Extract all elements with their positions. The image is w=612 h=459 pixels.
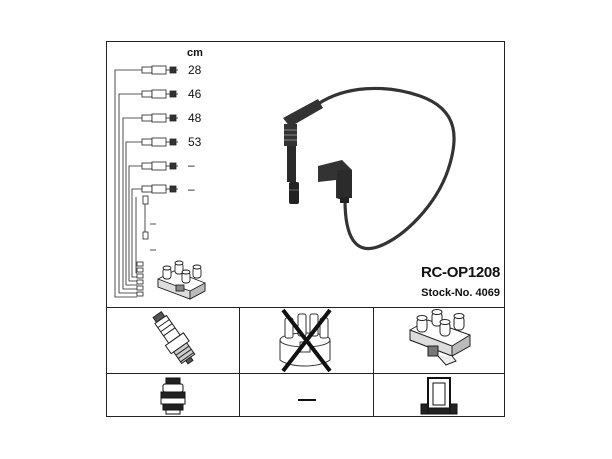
ignition-coil-large [409, 309, 471, 366]
stock-number: Stock-No. 4069 [421, 287, 500, 299]
row-divider-1 [107, 307, 504, 308]
cable-set-icon [114, 65, 178, 298]
no-connector-indicator [298, 399, 316, 401]
coil-connector-icon [420, 377, 458, 415]
cable-row-1 [114, 65, 178, 298]
col-divider-1 [239, 307, 240, 417]
length-label-2: 46 [188, 87, 202, 101]
plug-connector-icon [160, 377, 186, 415]
cable-row-6 [131, 184, 178, 278]
distributor-cap-crossed-icon [279, 308, 332, 373]
unit-label: cm [187, 47, 203, 59]
ignition-cable-icon [283, 86, 456, 251]
cable-row-2 [118, 89, 178, 294]
length-label-1: 28 [188, 63, 202, 77]
coil-lead [135, 195, 156, 274]
col-divider-2 [373, 307, 374, 417]
row-divider-2 [107, 373, 504, 374]
diagram-frame [106, 41, 505, 417]
cable-row-5 [128, 161, 178, 282]
length-label-6: – [188, 182, 195, 196]
plug-boot [283, 99, 323, 204]
elbow-connector [318, 160, 352, 203]
ignition-coil-icon [157, 260, 206, 300]
connector-stack [136, 261, 144, 297]
spark-plug-icon [152, 311, 196, 365]
cable-row-4 [125, 137, 178, 286]
cable-row-3 [122, 113, 178, 290]
length-label-4: 53 [188, 135, 202, 149]
length-label-3: 48 [188, 111, 202, 125]
product-code: RC-OP1208 [420, 264, 500, 281]
length-label-5: – [188, 158, 195, 172]
